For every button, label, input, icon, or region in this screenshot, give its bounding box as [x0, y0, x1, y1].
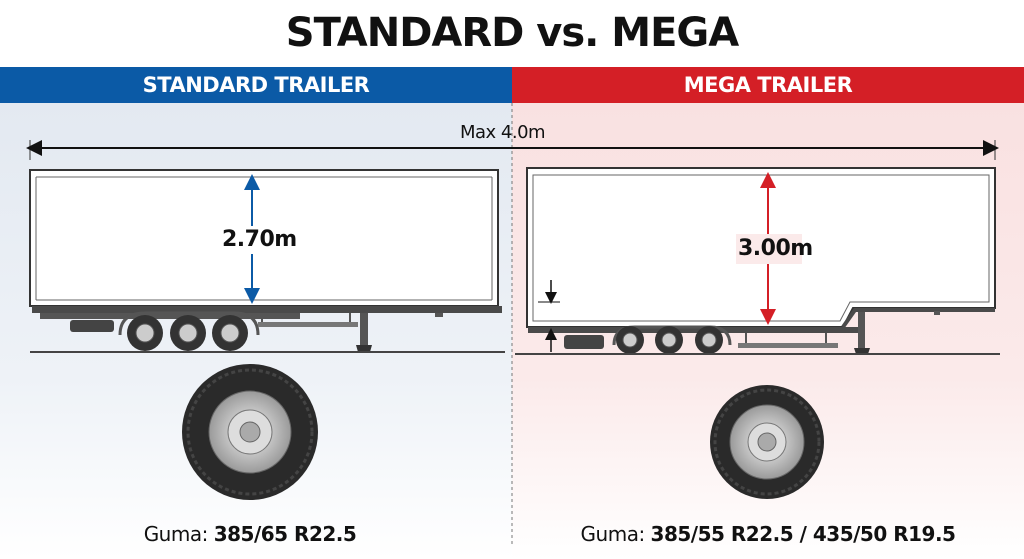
max-height-label: Max 4.0m: [460, 122, 546, 143]
tire-prefix: Guma:: [143, 522, 209, 546]
standard-height-label: 2.70m: [222, 227, 297, 252]
standard-tire-label: Guma: 385/65 R22.5: [0, 522, 500, 546]
tire-size: 385/55 R22.5 / 435/50 R19.5: [650, 522, 956, 546]
mega-tire-illustration: [710, 385, 824, 499]
page-title: STANDARD vs. MEGA: [285, 10, 739, 56]
tire-size: 385/65 R22.5: [213, 522, 357, 546]
mega-height-label: 3.00m: [738, 236, 813, 261]
tire-prefix: Guma:: [580, 522, 646, 546]
standard-axle-wheels: [127, 315, 248, 351]
low-deck-height-indicator: [538, 280, 560, 352]
mega-trailer-drawing: [515, 167, 1000, 355]
standard-trailer-drawing: [29, 169, 505, 353]
standard-trailer-header: STANDARD TRAILER: [0, 67, 512, 103]
standard-tire-illustration: [182, 364, 318, 500]
mega-tire-label: Guma: 385/55 R22.5 / 435/50 R19.5: [512, 522, 1024, 546]
mega-axle-wheels: [616, 326, 723, 354]
mega-trailer-header: MEGA TRAILER: [512, 67, 1024, 103]
max-height-arrow: [26, 140, 999, 160]
